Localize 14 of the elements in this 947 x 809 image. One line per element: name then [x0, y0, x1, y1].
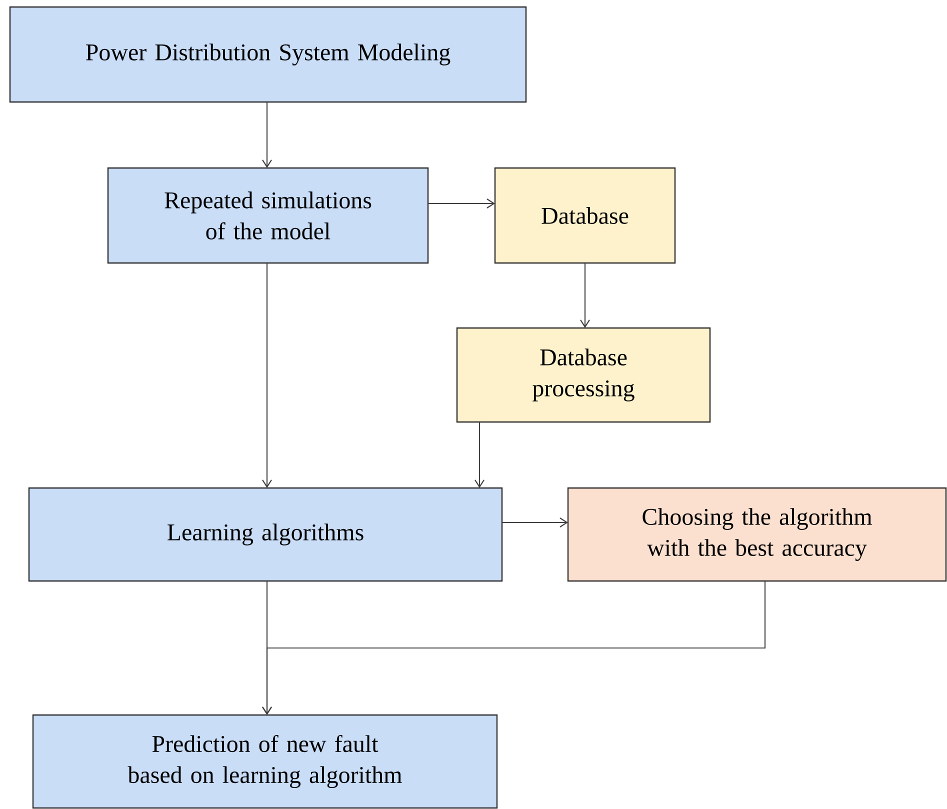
- arrow: [580, 263, 590, 328]
- process-box: Database processing: [456, 327, 711, 423]
- process-box: Prediction of new fault based on learning algorithm: [32, 714, 498, 809]
- process-box: Database: [494, 167, 676, 264]
- process-box: Repeated simulations of the model: [107, 167, 429, 264]
- process-box: Power Distribution System Modeling: [9, 6, 527, 103]
- process-box: Choosing the algorithm with the best accuracy: [567, 487, 947, 582]
- arrow: [428, 198, 495, 208]
- arrow: [262, 263, 272, 488]
- arrow: [262, 102, 272, 168]
- arrow: [262, 581, 766, 715]
- arrow: [474, 422, 484, 488]
- process-box: Learning algorithms: [28, 487, 503, 582]
- arrow: [502, 518, 568, 528]
